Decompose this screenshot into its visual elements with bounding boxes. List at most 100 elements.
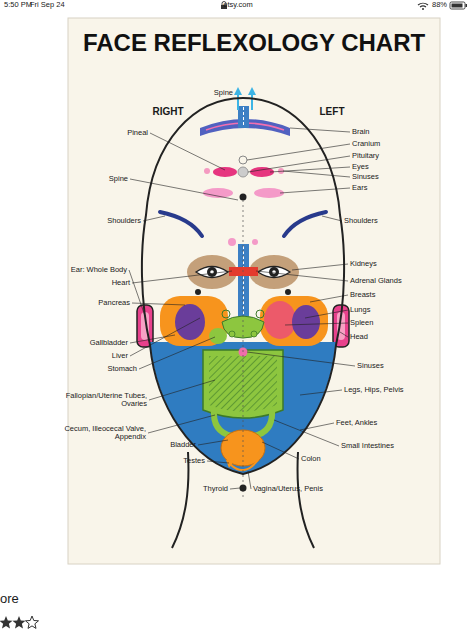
leader-line <box>130 335 175 343</box>
shoulder-mark <box>160 212 202 236</box>
leader-line <box>300 423 334 430</box>
status-icon <box>422 8 424 10</box>
forehead-zone <box>204 168 210 174</box>
spine-mark <box>243 107 244 127</box>
zone-label: Sinuses <box>352 173 379 181</box>
mouth-zone <box>214 408 232 436</box>
mouth-zone <box>226 460 234 468</box>
spine-mark <box>251 94 253 110</box>
zone-label: Liver <box>112 352 128 360</box>
status-text: etsy.com <box>208 1 268 9</box>
poster <box>68 18 440 564</box>
head-outline <box>142 98 344 474</box>
leader-line <box>262 442 299 459</box>
mouth-zone <box>209 356 277 412</box>
nose-zone <box>228 238 236 246</box>
zone-label: Heart <box>112 279 130 287</box>
leader-line <box>270 167 350 172</box>
status-icon <box>420 6 426 7</box>
zone-label: Stomach <box>107 365 137 373</box>
leader-line <box>230 488 240 489</box>
zone-label: Ears <box>352 184 367 192</box>
leader-line <box>283 171 350 177</box>
rating-star <box>13 616 26 628</box>
forehead-zone <box>238 167 248 177</box>
eye-zone <box>207 267 217 277</box>
zone-label: Legs, Hips, Pelvis <box>344 386 404 394</box>
leader-line <box>285 323 348 325</box>
side-label: RIGHT <box>143 106 193 117</box>
mouth-zone <box>230 460 258 470</box>
nose-zone <box>222 238 264 338</box>
side-label: LEFT <box>307 106 357 117</box>
leader-line <box>256 271 348 281</box>
zone-label: Lungs <box>350 306 370 314</box>
spine-mark <box>237 94 239 110</box>
zone-label: Brain <box>352 128 370 136</box>
rating-star <box>0 616 39 628</box>
chart-title: FACE REFLEXOLOGY CHART <box>68 30 440 56</box>
zone-label: Pituitary <box>352 152 379 160</box>
zone-label: Gallbladder <box>90 339 128 347</box>
zone-label: Adrenal Glands <box>350 277 402 285</box>
status-icon <box>418 3 428 5</box>
zone-label: Small Intestines <box>341 442 394 450</box>
leader-line <box>247 352 355 366</box>
leader-line <box>305 310 348 318</box>
zone-label: Testes <box>183 457 205 465</box>
zone-label: Bladder <box>170 441 196 449</box>
nose-zone <box>229 267 258 276</box>
nose-zone <box>222 310 230 318</box>
leader-line <box>292 264 348 270</box>
status-text: 88% <box>432 1 447 9</box>
leader-line <box>310 295 348 302</box>
store-text: ore <box>0 592 19 606</box>
zone-label: Fallopian/Uterine Tubes, Ovaries <box>49 392 147 409</box>
leader-line <box>143 216 165 221</box>
zone-label: Eyes <box>352 163 369 171</box>
thyroid-dot <box>240 485 247 492</box>
leader-line <box>340 332 348 337</box>
leader-line <box>248 471 251 489</box>
zone-label: Pineal <box>127 129 148 137</box>
rating-star <box>26 616 39 628</box>
leader-line <box>139 337 215 369</box>
leader-line <box>148 415 215 433</box>
status-icon <box>221 2 467 11</box>
leader-line <box>150 133 225 170</box>
cheek-zone <box>175 304 205 340</box>
zone-label: Breasts <box>350 291 375 299</box>
neck-outline <box>298 452 314 548</box>
spine-mark <box>238 106 249 128</box>
zone-label: Cecum, Illeocecal Valve, Appendix <box>48 425 146 442</box>
leader-line <box>290 128 350 132</box>
forehead-zone <box>240 194 247 201</box>
zone-label: Pancreas <box>98 299 130 307</box>
center-line <box>243 200 244 500</box>
nose-zone <box>256 310 264 318</box>
forehead-zone <box>213 167 237 177</box>
cheek-zone <box>264 301 296 339</box>
nose-zone <box>252 239 258 245</box>
leader-line <box>247 144 350 160</box>
zone-label: Cranium <box>352 140 380 148</box>
status-text: 5:50 PM <box>4 1 32 9</box>
status-text: Fri Sep 24 <box>30 1 65 9</box>
zone-label: Spine <box>109 175 128 183</box>
leader-line <box>129 128 355 489</box>
shoulder-mark <box>284 212 326 236</box>
status-icon <box>452 4 463 8</box>
zone-label: Spine <box>214 89 233 97</box>
spine-mark <box>234 87 242 95</box>
zone-label: Colon <box>301 455 321 463</box>
status-icon <box>450 2 465 9</box>
nose-zone <box>229 331 235 337</box>
eye-zone <box>195 289 201 295</box>
zone-label: Ear: Whole Body <box>71 266 127 274</box>
forehead-zone <box>200 119 290 201</box>
leader-line <box>300 390 342 395</box>
zone-label: Sinuses <box>357 362 384 370</box>
leader-line <box>280 188 350 193</box>
spine-mark <box>248 87 256 95</box>
eye-zone <box>285 289 291 295</box>
